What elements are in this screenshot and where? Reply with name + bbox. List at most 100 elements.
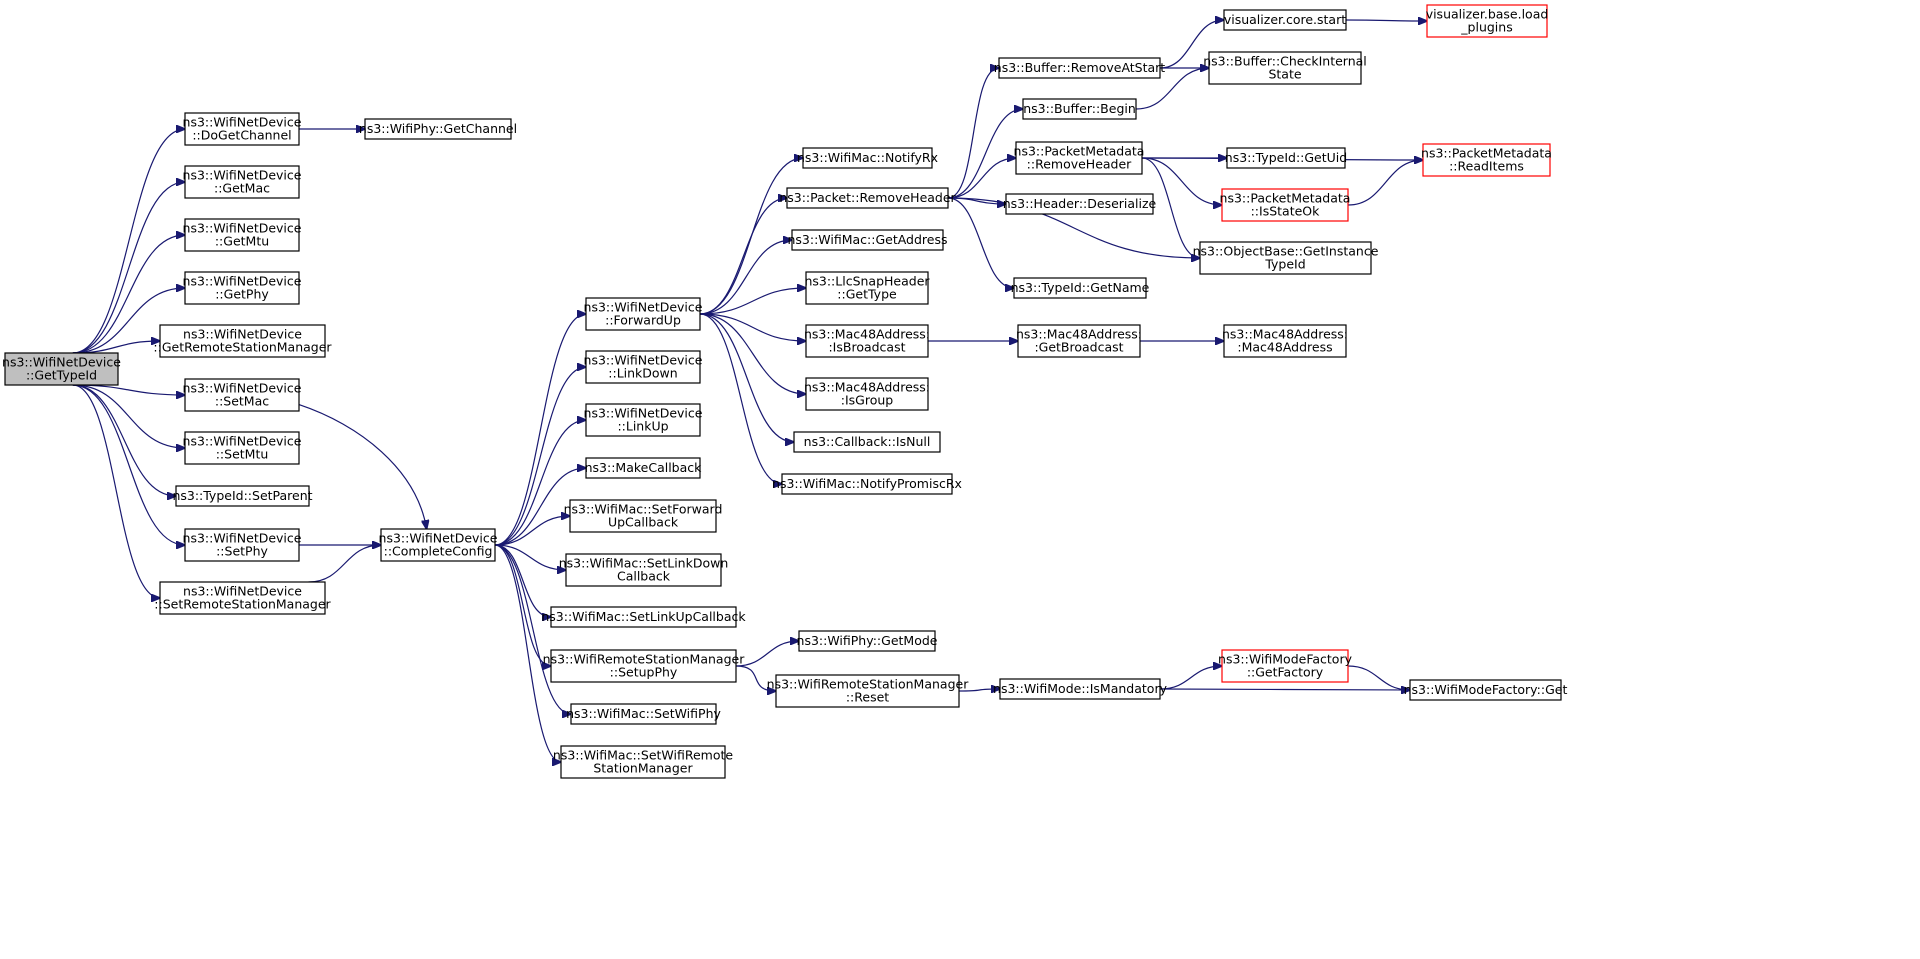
node-setWifiPhy[interactable]: ns3::WifiMac::SetWifiPhy <box>566 703 721 725</box>
node-box[interactable] <box>585 457 701 479</box>
node-notifyPromiscRx[interactable]: ns3::WifiMac::NotifyPromiscRx <box>772 473 962 495</box>
node-box[interactable] <box>585 403 701 437</box>
node-box[interactable] <box>1422 143 1551 177</box>
node-pmIsStateOk[interactable]: ns3::PacketMetadata::IsStateOk <box>1220 188 1351 222</box>
node-box[interactable] <box>175 485 310 507</box>
node-box[interactable] <box>1199 241 1372 275</box>
node-isBroadcast[interactable]: ns3::Mac48Address::IsBroadcast <box>804 324 930 358</box>
node-box[interactable] <box>1221 188 1349 222</box>
node-pmReadItems[interactable]: ns3::PacketMetadata::ReadItems <box>1421 143 1552 177</box>
node-bufBegin[interactable]: ns3::Buffer::Begin <box>1022 98 1137 120</box>
node-box[interactable] <box>805 324 929 358</box>
node-box[interactable] <box>805 271 929 305</box>
node-box[interactable] <box>998 57 1161 79</box>
node-box[interactable] <box>364 118 512 140</box>
node-setMac[interactable]: ns3::WifiNetDevice::SetMac <box>183 378 302 412</box>
node-isMandatory[interactable]: ns3::WifiMode::IsMandatory <box>993 678 1168 700</box>
node-box[interactable] <box>1223 324 1347 358</box>
node-box[interactable] <box>380 528 496 562</box>
node-box[interactable] <box>159 581 326 615</box>
node-box[interactable] <box>802 147 933 169</box>
node-box[interactable] <box>1017 324 1141 358</box>
node-box[interactable] <box>1013 277 1147 299</box>
node-box[interactable] <box>999 678 1161 700</box>
node-wifiPhyGetChannel[interactable]: ns3::WifiPhy::GetChannel <box>359 118 517 140</box>
node-box[interactable] <box>1426 4 1548 38</box>
node-box[interactable] <box>560 745 726 779</box>
node-box[interactable] <box>805 377 929 411</box>
node-setupPhy[interactable]: ns3::WifiRemoteStationManager::SetupPhy <box>543 649 746 683</box>
node-typeIdGetUid[interactable]: ns3::TypeId::GetUid <box>1225 147 1347 169</box>
node-getMtu[interactable]: ns3::WifiNetDevice::GetMtu <box>183 218 302 252</box>
node-box[interactable] <box>1409 679 1562 701</box>
node-mac48Ctor[interactable]: ns3::Mac48Address::Mac48Address <box>1222 324 1348 358</box>
node-box[interactable] <box>184 431 300 465</box>
node-box[interactable] <box>585 297 701 331</box>
node-getBroadcast[interactable]: ns3::Mac48Address::GetBroadcast <box>1016 324 1142 358</box>
node-setLinkUpCb[interactable]: ns3::WifiMac::SetLinkUpCallback <box>541 606 746 628</box>
node-getTypeId[interactable]: ns3::WifiNetDevice::GetTypeId <box>2 352 121 386</box>
node-box[interactable] <box>1208 51 1362 85</box>
node-box[interactable] <box>786 187 949 209</box>
node-linkDown[interactable]: ns3::WifiNetDevice::LinkDown <box>584 350 703 384</box>
node-getMac[interactable]: ns3::WifiNetDevice::GetMac <box>183 165 302 199</box>
node-setParent[interactable]: ns3::TypeId::SetParent <box>172 485 313 507</box>
node-box[interactable] <box>184 378 300 412</box>
node-box[interactable] <box>184 528 300 562</box>
node-box[interactable] <box>791 229 944 251</box>
node-box[interactable] <box>4 352 119 386</box>
node-box[interactable] <box>570 703 717 725</box>
node-box[interactable] <box>585 350 701 384</box>
node-setWifiRsm[interactable]: ns3::WifiMac::SetWifiRemoteStationManage… <box>553 745 733 779</box>
node-getRsm[interactable]: ns3::WifiNetDevice::GetRemoteStationMana… <box>153 324 332 358</box>
node-wmfGetFactory[interactable]: ns3::WifiModeFactory::GetFactory <box>1218 649 1353 683</box>
node-box[interactable] <box>550 649 737 683</box>
node-linkUp[interactable]: ns3::WifiNetDevice::LinkUp <box>584 403 703 437</box>
node-box[interactable] <box>565 553 722 587</box>
node-box[interactable] <box>1223 9 1347 31</box>
node-box[interactable] <box>184 165 300 199</box>
node-typeIdGetName[interactable]: ns3::TypeId::GetName <box>1011 277 1150 299</box>
node-box[interactable] <box>550 606 737 628</box>
node-notifyRx[interactable]: ns3::WifiMac::NotifyRx <box>797 147 938 169</box>
node-pmRemoveHeader[interactable]: ns3::PacketMetadata::RemoveHeader <box>1014 141 1145 175</box>
node-box[interactable] <box>775 674 960 708</box>
node-removeHeader[interactable]: ns3::Packet::RemoveHeader <box>779 187 957 209</box>
node-box[interactable] <box>781 473 953 495</box>
node-box[interactable] <box>1015 141 1143 175</box>
node-setMtu[interactable]: ns3::WifiNetDevice::SetMtu <box>183 431 302 465</box>
node-getAddress[interactable]: ns3::WifiMac::GetAddress <box>787 229 948 251</box>
node-box[interactable] <box>793 431 941 453</box>
node-box[interactable] <box>798 630 936 652</box>
node-doGetChannel[interactable]: ns3::WifiNetDevice::DoGetChannel <box>183 112 302 146</box>
node-llcGetType[interactable]: ns3::LlcSnapHeader::GetType <box>804 271 930 305</box>
node-wmfGet[interactable]: ns3::WifiModeFactory::Get <box>1404 679 1568 701</box>
node-getPhy[interactable]: ns3::WifiNetDevice::GetPhy <box>183 271 302 305</box>
node-box[interactable] <box>1005 193 1154 215</box>
node-completeConfig[interactable]: ns3::WifiNetDevice::CompleteConfig <box>379 528 498 562</box>
node-forwardUp[interactable]: ns3::WifiNetDevice::ForwardUp <box>584 297 703 331</box>
node-box[interactable] <box>1022 98 1137 120</box>
node-box[interactable] <box>184 271 300 305</box>
node-box[interactable] <box>159 324 326 358</box>
node-setRsm[interactable]: ns3::WifiNetDevice::SetRemoteStationMana… <box>154 581 332 615</box>
node-setPhy[interactable]: ns3::WifiNetDevice::SetPhy <box>183 528 302 562</box>
node-box[interactable] <box>569 499 717 533</box>
node-box[interactable] <box>184 112 300 146</box>
node-vizCoreStart[interactable]: visualizer.core.start <box>1223 9 1347 31</box>
node-rsmReset[interactable]: ns3::WifiRemoteStationManager::Reset <box>767 674 970 708</box>
node-makeCallback[interactable]: ns3::MakeCallback <box>585 457 703 479</box>
node-box[interactable] <box>1226 147 1346 169</box>
node-box[interactable] <box>184 218 300 252</box>
node-isGroup[interactable]: ns3::Mac48Address::IsGroup <box>804 377 930 411</box>
node-getMode[interactable]: ns3::WifiPhy::GetMode <box>797 630 938 652</box>
node-bufRemoveAtStart[interactable]: ns3::Buffer::RemoveAtStart <box>994 57 1166 79</box>
node-headerDeserialize[interactable]: ns3::Header::Deserialize <box>1003 193 1157 215</box>
node-isNull[interactable]: ns3::Callback::IsNull <box>793 431 941 453</box>
node-vizLoadPlugins[interactable]: visualizer.base.load_plugins <box>1426 4 1549 38</box>
node-box[interactable] <box>1221 649 1349 683</box>
